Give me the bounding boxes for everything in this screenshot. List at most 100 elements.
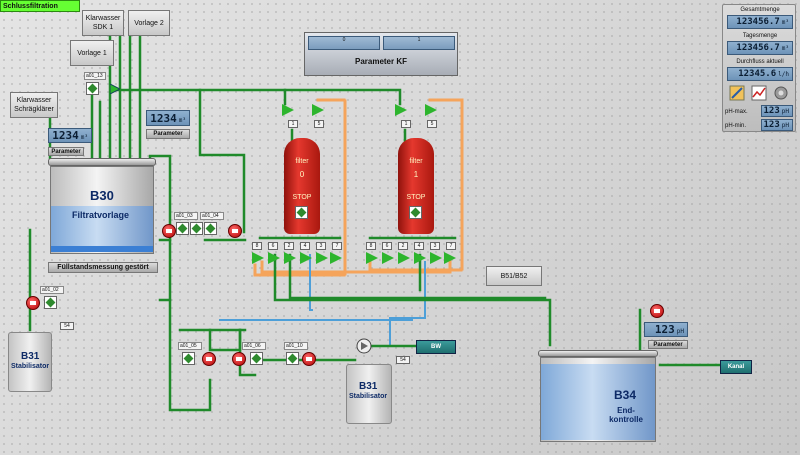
filter0-valve-top-5-icon[interactable] [312, 104, 324, 116]
parameter-kf-label: Parameter KF [354, 57, 408, 66]
filter1-bottom-valves: 8 6 2 4 3 7 [366, 242, 456, 264]
parameter-kf-panel[interactable]: 0 1 Parameter KF [304, 32, 458, 76]
control-a01-05[interactable] [182, 352, 195, 365]
pump-a01-06[interactable] [232, 352, 246, 366]
pump-a01-04[interactable] [228, 224, 242, 238]
filter0-bv-4: 4 [300, 242, 310, 250]
green-pipe-b30-left [28, 228, 34, 302]
filter0-bottom-valve-icons[interactable] [252, 252, 342, 264]
control-a01-03b[interactable] [190, 222, 203, 235]
filter1-bv-2: 2 [398, 242, 408, 250]
tools-icon[interactable] [729, 85, 745, 101]
valve-a01-13[interactable] [110, 84, 120, 94]
filter0-valve-5-label: 5 [314, 120, 324, 128]
filter0-bottom-valves: 8 6 2 4 3 7 [252, 242, 342, 264]
trend-chart-icon[interactable] [751, 85, 767, 101]
pump-a01-03[interactable] [162, 224, 176, 238]
control-a01-13[interactable] [86, 82, 99, 95]
b31-mid-name: Stabilisator [349, 393, 388, 400]
pump-a01-02[interactable] [26, 296, 40, 310]
filter0-bv-7: 7 [332, 242, 342, 250]
control-a01-10[interactable] [286, 352, 299, 365]
filter0-vessel[interactable]: filter 0 STOP [284, 138, 320, 234]
b31-left-name: Stabilisator [11, 363, 50, 370]
filter0-label: filter [295, 158, 309, 165]
filter1-valve-top-5-icon[interactable] [425, 104, 437, 116]
filter0-bv-2: 2 [284, 242, 294, 250]
gesamtmenge-label: Gesamtmenge [740, 7, 780, 13]
control-a01-03[interactable] [176, 222, 189, 235]
pump-a01-10[interactable] [302, 352, 316, 366]
source-klarwasser-sdk1: Klarwasser SDK 1 [82, 10, 124, 36]
durchfluss-label: Durchfluss aktuell [736, 59, 784, 65]
tag-a01-03: a01_03 [174, 212, 198, 220]
tag-a01-02: a01_02 [40, 286, 64, 294]
source-klarwasser-schraegklaerer: Klarwasser Schrägklärer [10, 92, 58, 118]
ph-max-label: pH-max. [725, 109, 748, 115]
b30-id: B30 [90, 188, 114, 203]
b34-parameter-button[interactable]: Parameter [648, 340, 688, 349]
filter1-bv-6: 6 [382, 242, 392, 250]
b34-name: End-kontrolle [609, 406, 643, 424]
source-vorlage2: Vorlage 2 [128, 10, 170, 36]
tag-a01-04: a01_04 [200, 212, 224, 220]
filter1-bv-3: 3 [430, 242, 440, 250]
filter0-number: 0 [299, 170, 305, 179]
filter1-valve-1-label: 1 [401, 120, 411, 128]
b31-left-level-tag: 54 [60, 322, 74, 330]
b30-status: Füllstandsmessung gestört [48, 262, 158, 273]
blue-pipe-2 [389, 261, 426, 347]
blue-pipe-1 [309, 254, 313, 311]
filter1-valve-top-1-icon[interactable] [395, 104, 407, 116]
filter1-vessel[interactable]: filter 1 STOP [398, 138, 434, 234]
filter1-label: filter [409, 158, 423, 165]
gear-icon[interactable] [773, 85, 789, 101]
tagesmenge-label: Tagesmenge [742, 33, 778, 39]
filter1-bv-8: 8 [366, 242, 376, 250]
dosing-pump-icon[interactable] [356, 338, 372, 354]
inflow-parameter-button[interactable]: Parameter [146, 129, 190, 139]
orange-pipe-filter1 [368, 98, 464, 272]
b31-left-id: B31 [21, 351, 40, 362]
filter1-bv-7: 7 [446, 242, 456, 250]
filter0-top-valves: 1 5 [282, 104, 330, 128]
control-a01-06[interactable] [250, 352, 263, 365]
filter1-number: 1 [413, 170, 419, 179]
kanal-box[interactable]: Kanal [720, 360, 752, 374]
filter1-bv-4: 4 [414, 242, 424, 250]
filter1-state: STOP [406, 194, 426, 201]
b30-tank[interactable]: B30 Filtratvorlage [48, 158, 156, 254]
b31-mid-tank[interactable]: B31 Stabilisator [346, 364, 392, 424]
orange-pipe-filter0 [253, 98, 347, 277]
filter1-control[interactable] [409, 206, 422, 219]
b34-mixer-motor[interactable] [650, 304, 664, 318]
b30-parameter-button[interactable]: Parameter [48, 147, 84, 156]
filter0-control[interactable] [295, 206, 308, 219]
b31-mid-id: B31 [359, 381, 378, 392]
filter1-valve-5-label: 5 [427, 120, 437, 128]
b34-tank[interactable]: B34 End-kontrolle [538, 350, 658, 442]
kf-cell-0: 0 [308, 36, 380, 50]
b51-b52-box[interactable]: B51/B52 [486, 266, 542, 286]
filter0-valve-top-1-icon[interactable] [282, 104, 294, 116]
kf-cell-1: 1 [383, 36, 455, 50]
green-pipe-to-b34 [273, 253, 552, 347]
filter1-bottom-valve-icons[interactable] [366, 252, 456, 264]
source-vorlage1: Vorlage 1 [70, 40, 114, 66]
filter0-state: STOP [292, 194, 312, 201]
b31-left-tank[interactable]: B31 Stabilisator [8, 332, 52, 392]
control-a01-02[interactable] [44, 296, 57, 309]
filter0-bv-3: 3 [316, 242, 326, 250]
green-pipe-b30-right [148, 154, 172, 302]
pump-a01-05[interactable] [202, 352, 216, 366]
control-a01-04[interactable] [204, 222, 217, 235]
orange-pipe-bottom [260, 260, 452, 274]
window-title-tab[interactable]: Schlussfiltration [0, 0, 80, 12]
bw-box[interactable]: BW [416, 340, 456, 354]
